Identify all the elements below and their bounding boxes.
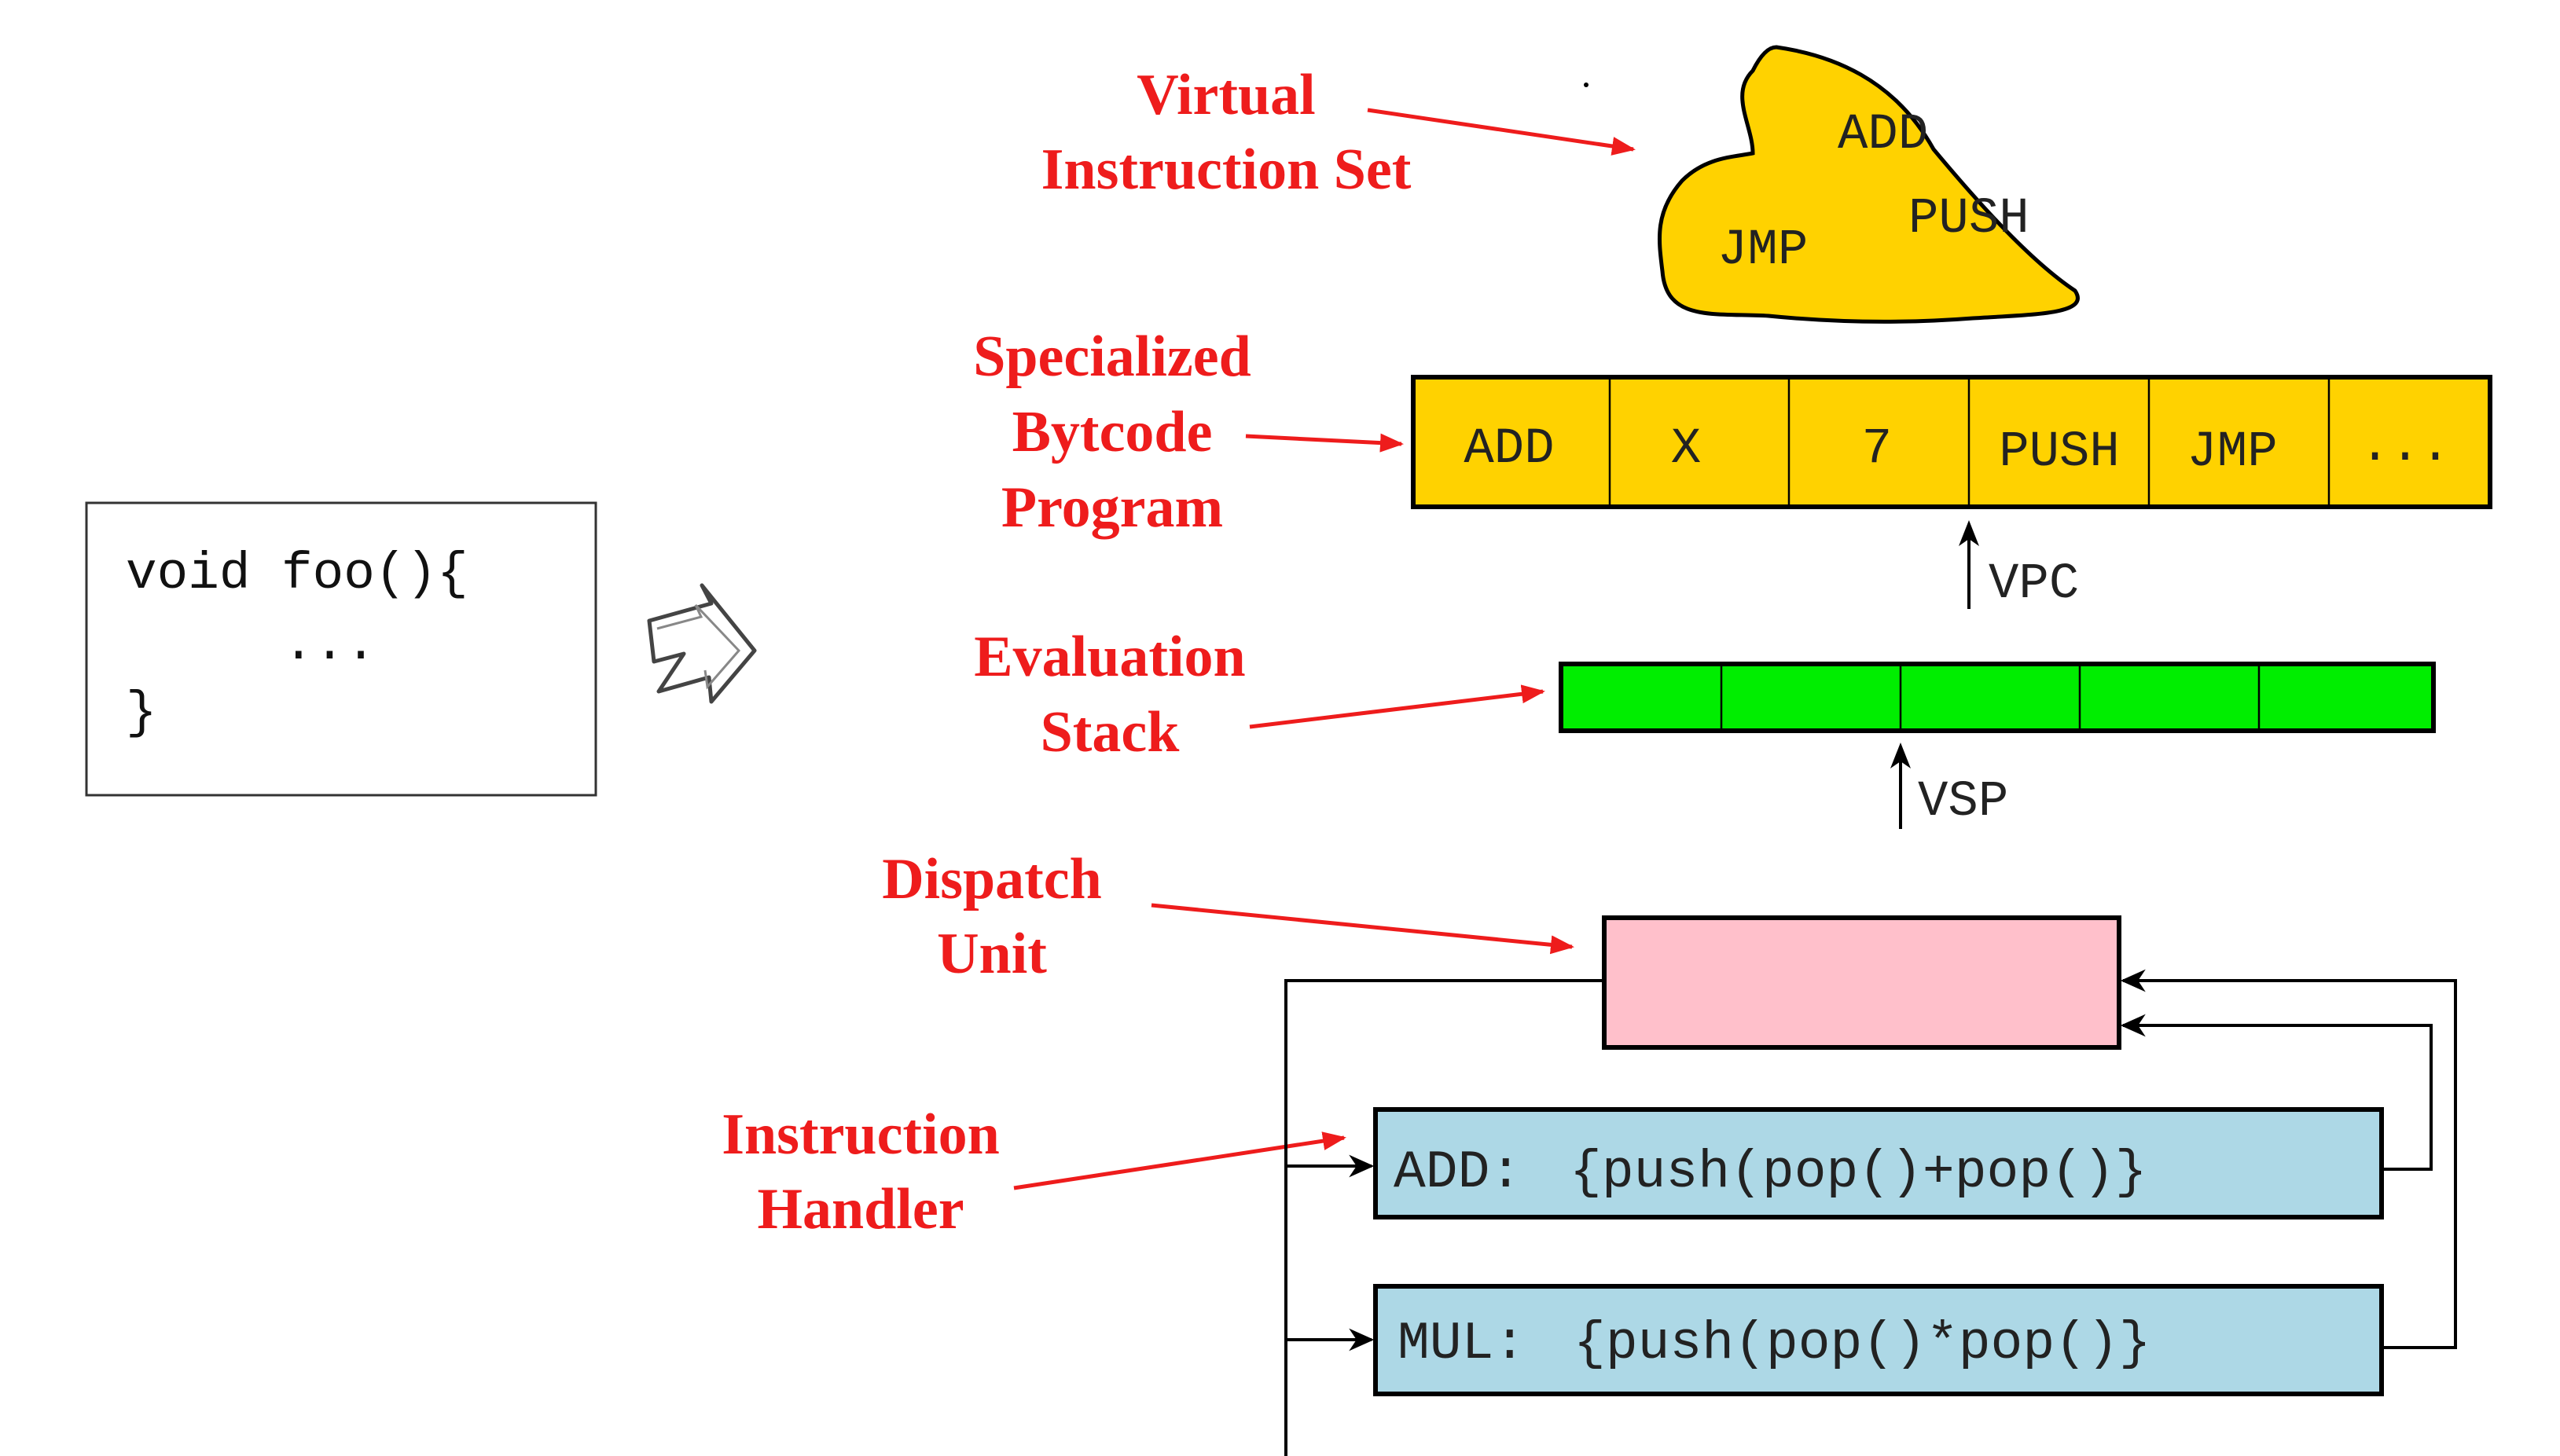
label-handler: Handler [757, 1177, 964, 1241]
bytecode-cell: X [1671, 421, 1701, 478]
cloud-op-add: ADD [1838, 107, 1928, 163]
bytecode-cell: 7 [1862, 421, 1892, 478]
cloud-op-jmp: JMP [1717, 222, 1808, 279]
bytecode-cell: PUSH [1999, 424, 2120, 481]
handler-add-body: {push(pop()+pop()} [1570, 1142, 2147, 1203]
bytecode-program: ADD X 7 PUSH JMP ... [1411, 375, 2492, 509]
label-dispatch: Dispatch [882, 847, 1102, 911]
handler-add-name: ADD: [1394, 1142, 1522, 1203]
vpc-label: VPC [1989, 556, 2079, 613]
label-bytcode: Bytcode [1012, 400, 1213, 464]
vsp-pointer: VSP [1890, 743, 2008, 831]
label-unit: Unit [937, 922, 1047, 986]
code-line-3: } [126, 684, 157, 743]
label-virtual: Virtual [1137, 63, 1315, 127]
dispatch-wiring [1284, 979, 1604, 1456]
dispatch-unit-box [1602, 915, 2121, 1050]
svg-text:MUL: {push(pop()*pop()}: MUL: {push(pop()*pop()} [1398, 1314, 2151, 1374]
vpc-pointer: VPC [1959, 520, 2079, 613]
handler-mul: MUL: {push(pop()*pop()} [1373, 1284, 2384, 1396]
evaluation-stack [1559, 662, 2436, 733]
label-program: Program [1001, 475, 1223, 540]
handler-add: ADD: {push(pop()+pop()} [1373, 1107, 2384, 1219]
handler-mul-body: {push(pop()*pop()} [1574, 1314, 2151, 1374]
bytecode-cell: JMP [2187, 424, 2277, 481]
svg-text:ADD: {push(pop()+pop()}: ADD: {push(pop()+pop()} [1394, 1142, 2147, 1203]
bytecode-cell: ADD [1464, 421, 1554, 478]
bytecode-cell: ... [2360, 419, 2450, 475]
transform-arrow-icon [647, 583, 757, 704]
label-evaluation: Evaluation [974, 625, 1245, 689]
cloud-op-push: PUSH [1908, 191, 2029, 248]
label-specialized: Specialized [973, 325, 1251, 389]
code-line-1: void foo(){ [126, 545, 468, 603]
handler-mul-name: MUL: [1398, 1314, 1526, 1374]
instruction-set-cloud: ADD PUSH JMP [1584, 45, 2080, 324]
vsp-label: VSP [1918, 774, 2008, 831]
source-code-box: void foo(){ ... } [85, 501, 597, 797]
label-instruction: Instruction [722, 1102, 1000, 1167]
labels: Virtual Instruction Set Specialized Bytc… [722, 63, 1412, 1241]
return-wiring [2120, 969, 2457, 1349]
label-arrows [1013, 108, 1636, 1190]
code-line-2: ... [283, 615, 376, 674]
label-stack: Stack [1041, 700, 1181, 765]
label-instruction-set: Instruction Set [1041, 138, 1412, 202]
